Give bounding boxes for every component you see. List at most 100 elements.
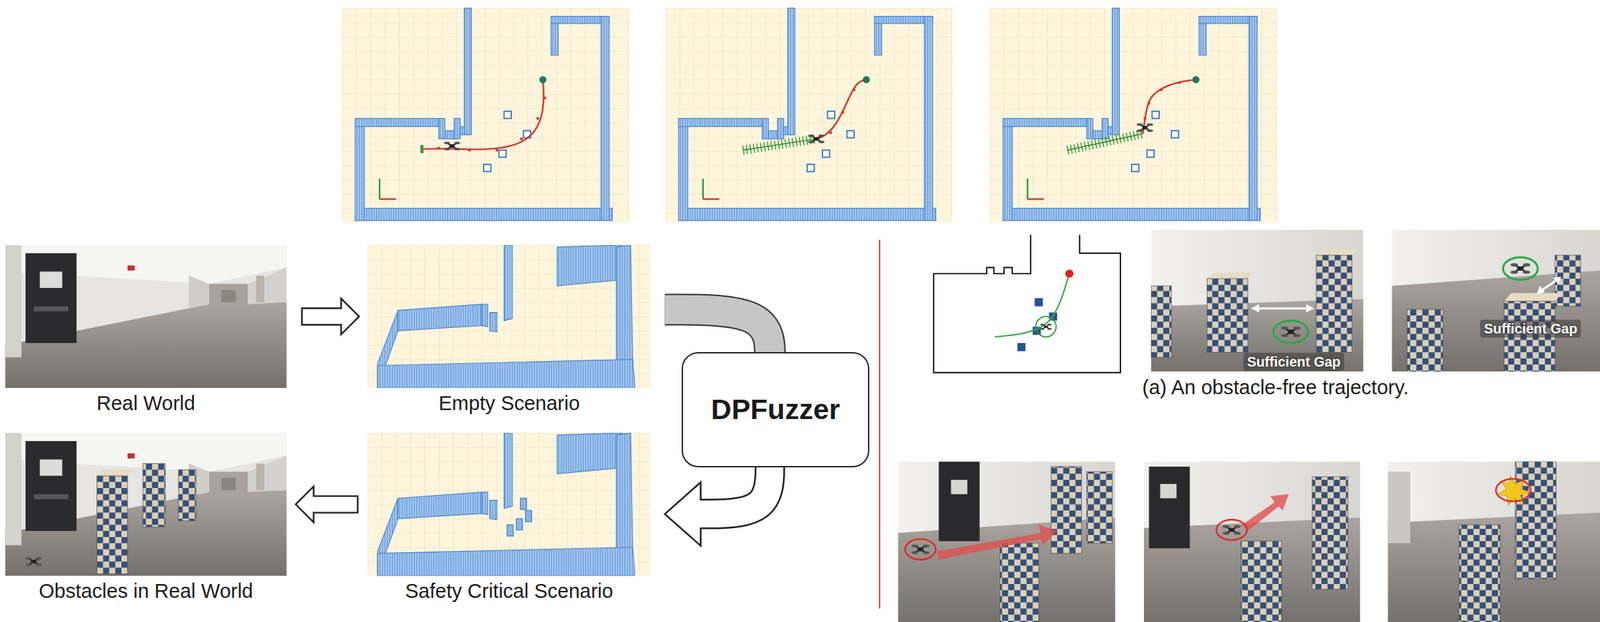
process-box: DPFuzzer (681, 351, 870, 468)
crash-photo (1515, 461, 1556, 579)
panel-label: Obstacles in Real World (38, 578, 254, 604)
sim-panel (841, 111, 845, 114)
panel-label: Empty Scenario (438, 391, 581, 416)
arrow-head (665, 482, 701, 546)
sim-panel (990, 8, 1278, 223)
sim-panel (743, 138, 817, 150)
curved-arrow (665, 460, 770, 546)
crash-photo (950, 479, 968, 495)
sim-panel (1137, 123, 1154, 133)
obstacle-photo (97, 475, 128, 574)
annotation-text: Sufficient Gap (1243, 352, 1345, 371)
gap-photo (1536, 285, 1545, 294)
sim-panel (1178, 81, 1182, 85)
sim-panel (543, 96, 547, 100)
subfigure-caption: (a) An obstacle-free trajectory. (1142, 374, 1409, 399)
sim-panel (862, 75, 870, 83)
crash-photo (936, 524, 1058, 559)
gap-photo (1150, 229, 1364, 372)
photo-panel: Real World (4, 244, 287, 416)
crash-photo (897, 461, 1115, 622)
arrow-outline (698, 460, 770, 514)
block-arrow (295, 486, 359, 523)
gap-photo (1207, 278, 1249, 352)
obstacle-photo (25, 556, 43, 566)
sim-panel (852, 88, 856, 92)
safety-scenario-render (516, 518, 523, 530)
photo-panel: Obstacles in Real World (4, 432, 287, 604)
trajectory-map (1017, 298, 1058, 352)
sim-panel (536, 116, 539, 120)
gap-photo (1553, 276, 1562, 284)
scenario-panel: Empty Scenario (367, 244, 651, 416)
sim-panel (495, 148, 499, 152)
crash-photo (897, 517, 1115, 622)
gap-photo (1540, 279, 1558, 291)
trajectory-map (1035, 315, 1057, 337)
crash-photo (939, 461, 980, 541)
scenario-panel: Safety Critical Scenario (367, 432, 651, 604)
real-world-photo (4, 244, 287, 388)
gap-photo (1250, 304, 1260, 313)
gap-photo (1150, 285, 1172, 358)
trajectory-map (1040, 323, 1053, 330)
crash-photo (1387, 511, 1600, 622)
block-arrow (302, 298, 360, 334)
trajectory-map (1034, 298, 1044, 307)
crash-photo (1459, 524, 1500, 622)
safety-scenario-render (520, 498, 527, 510)
crash-photo (1312, 476, 1349, 590)
crash-photo (1086, 471, 1113, 543)
sim-panel (443, 141, 461, 151)
sim-panel (1143, 81, 1181, 121)
obstacle-photo (4, 432, 287, 576)
sim-panel (990, 8, 1278, 223)
sim-panel (807, 134, 825, 144)
gap-photo (1391, 229, 1600, 372)
box-label: DPFuzzer (711, 392, 841, 427)
gap-photo (1502, 257, 1538, 281)
gap-photo (1150, 229, 1364, 372)
crash-photo (1387, 461, 1600, 622)
sim-panel (539, 75, 547, 83)
sim-panel (665, 8, 953, 223)
crash-photo (1143, 461, 1361, 622)
crash-photo (1050, 466, 1082, 554)
sim-panel (1067, 133, 1143, 151)
sim-panel (437, 96, 547, 152)
sim-panel (437, 146, 441, 150)
crash-photo (1495, 478, 1531, 502)
safety-scenario-render (525, 509, 532, 521)
gap-photo (1273, 320, 1309, 343)
sim-panel (420, 144, 423, 154)
sim-panel (1147, 101, 1151, 105)
gap-photo (1391, 229, 1600, 372)
sim-panel (467, 148, 471, 152)
obstacle-photo (142, 462, 166, 527)
annotation-text: Sufficient Gap (1480, 319, 1582, 338)
crash-photo (905, 538, 936, 560)
crash-photo (897, 461, 1115, 622)
block-arrow (295, 486, 359, 523)
trajectory-map (1065, 269, 1074, 278)
gap-photo (1306, 304, 1315, 313)
sim-panel (1143, 116, 1147, 120)
empty-scenario-render (367, 244, 651, 388)
gap-photo (1504, 292, 1563, 301)
sim-panel (816, 79, 866, 139)
arrow-fill (698, 460, 770, 514)
sim-panel (341, 8, 630, 223)
crash-photo (1148, 466, 1190, 548)
sim-panel (829, 131, 833, 134)
sim-panel (1067, 133, 1143, 151)
sim-panel (1159, 88, 1163, 92)
panel-label: Safety Critical Scenario (405, 578, 613, 604)
crash-photo (1240, 540, 1282, 622)
safety-scenario-render (507, 498, 532, 537)
safety-scenario-render (367, 432, 651, 576)
crash-photo (1216, 519, 1247, 541)
divider-line (878, 240, 881, 609)
real-world-photo (4, 244, 287, 388)
obstacle-photo (4, 432, 287, 576)
